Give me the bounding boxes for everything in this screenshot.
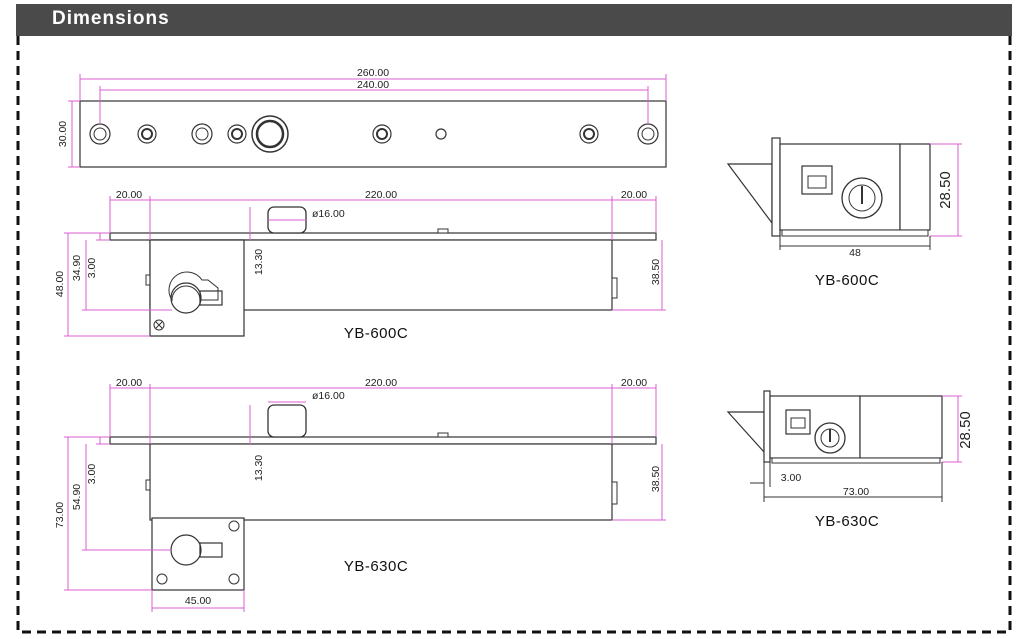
- yb600c-end-label: YB-600C: [815, 272, 879, 289]
- yb630c-side-view: 20.00 220.00 20.00 ø16.00 73.00 54.90 3.…: [54, 377, 666, 612]
- yb600c-body-length: 220.00: [365, 189, 397, 201]
- yb630c-pin-diameter: ø16.00: [312, 390, 345, 402]
- yb630c-end-height: 28.50: [957, 411, 974, 449]
- plate-overall-length: 260.00: [357, 67, 389, 79]
- yb630c-end-view: 28.50 3.00 73.00 YB-630C: [726, 390, 974, 530]
- yb630c-left-offset: 20.00: [116, 377, 142, 389]
- yb600c-body-height: 38.50: [650, 259, 662, 285]
- plate-height: 30.00: [57, 121, 69, 147]
- dashed-frame: [16, 36, 1012, 634]
- yb600c-end-width: 48: [849, 247, 861, 259]
- yb600c-end-height: 28.50: [937, 171, 954, 209]
- plate-hole-span: 240.00: [357, 79, 389, 91]
- yb600c-inner-height: 34.90: [71, 255, 83, 281]
- yb630c-side-label: YB-630C: [344, 558, 408, 575]
- top-plate-view: 260.00 240.00 30.00: [57, 67, 667, 168]
- yb630c-bolt-height: 13.30: [253, 455, 265, 481]
- yb630c-end-label: YB-630C: [815, 513, 879, 530]
- yb630c-end-lip: 3.00: [781, 472, 802, 484]
- yb630c-body-height: 38.50: [650, 466, 662, 492]
- yb600c-plate-thickness: 3.00: [86, 258, 98, 279]
- yb600c-bolt-height: 13.30: [253, 249, 265, 275]
- yb600c-left-offset: 20.00: [116, 189, 142, 201]
- yb600c-end-view: 28.50 48 YB-600C: [726, 137, 962, 289]
- yb630c-right-offset: 20.00: [621, 377, 647, 389]
- section-title: Dimensions: [52, 8, 170, 29]
- yb600c-pin-diameter: ø16.00: [312, 208, 345, 220]
- yb630c-inner-height: 54.90: [71, 484, 83, 510]
- yb630c-total-height: 73.00: [54, 502, 66, 528]
- yb630c-plate-thickness: 3.00: [86, 464, 98, 485]
- yb600c-side-label: YB-600C: [344, 325, 408, 342]
- section-header: Dimensions: [16, 4, 1012, 36]
- yb630c-cylinder-width: 45.00: [185, 595, 211, 607]
- yb600c-side-view: 20.00 220.00 20.00 ø16.00 48.00 34.90 3.…: [54, 189, 666, 342]
- yb600c-right-offset: 20.00: [621, 189, 647, 201]
- yb630c-body-length: 220.00: [365, 377, 397, 389]
- yb630c-end-width: 73.00: [843, 486, 869, 498]
- yb600c-total-height: 48.00: [54, 271, 66, 297]
